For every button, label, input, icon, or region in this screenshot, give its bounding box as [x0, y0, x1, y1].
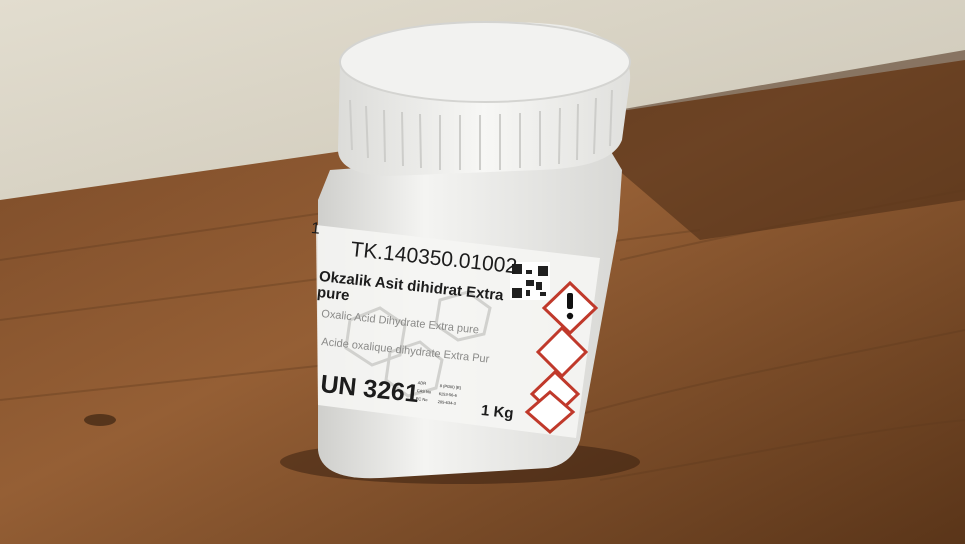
- label-edge-char: 1: [310, 220, 321, 238]
- hazard-diamond-2: [535, 325, 589, 379]
- weight: 1 Kg: [480, 402, 515, 423]
- lid-top: [339, 21, 631, 103]
- table-spot: [84, 414, 116, 426]
- hazard-diamond-4: [524, 390, 576, 434]
- lid-grip-ridges: [349, 89, 613, 170]
- small-code-3: EC No: [415, 396, 428, 403]
- table-dark-area: [560, 50, 965, 240]
- product-name-tr-line2: pure: [316, 284, 351, 305]
- qr-code: [510, 262, 550, 300]
- small-code-1: ADR: [417, 380, 427, 386]
- exclamation-mark-icon: [566, 293, 574, 320]
- label-watermark: [344, 290, 492, 398]
